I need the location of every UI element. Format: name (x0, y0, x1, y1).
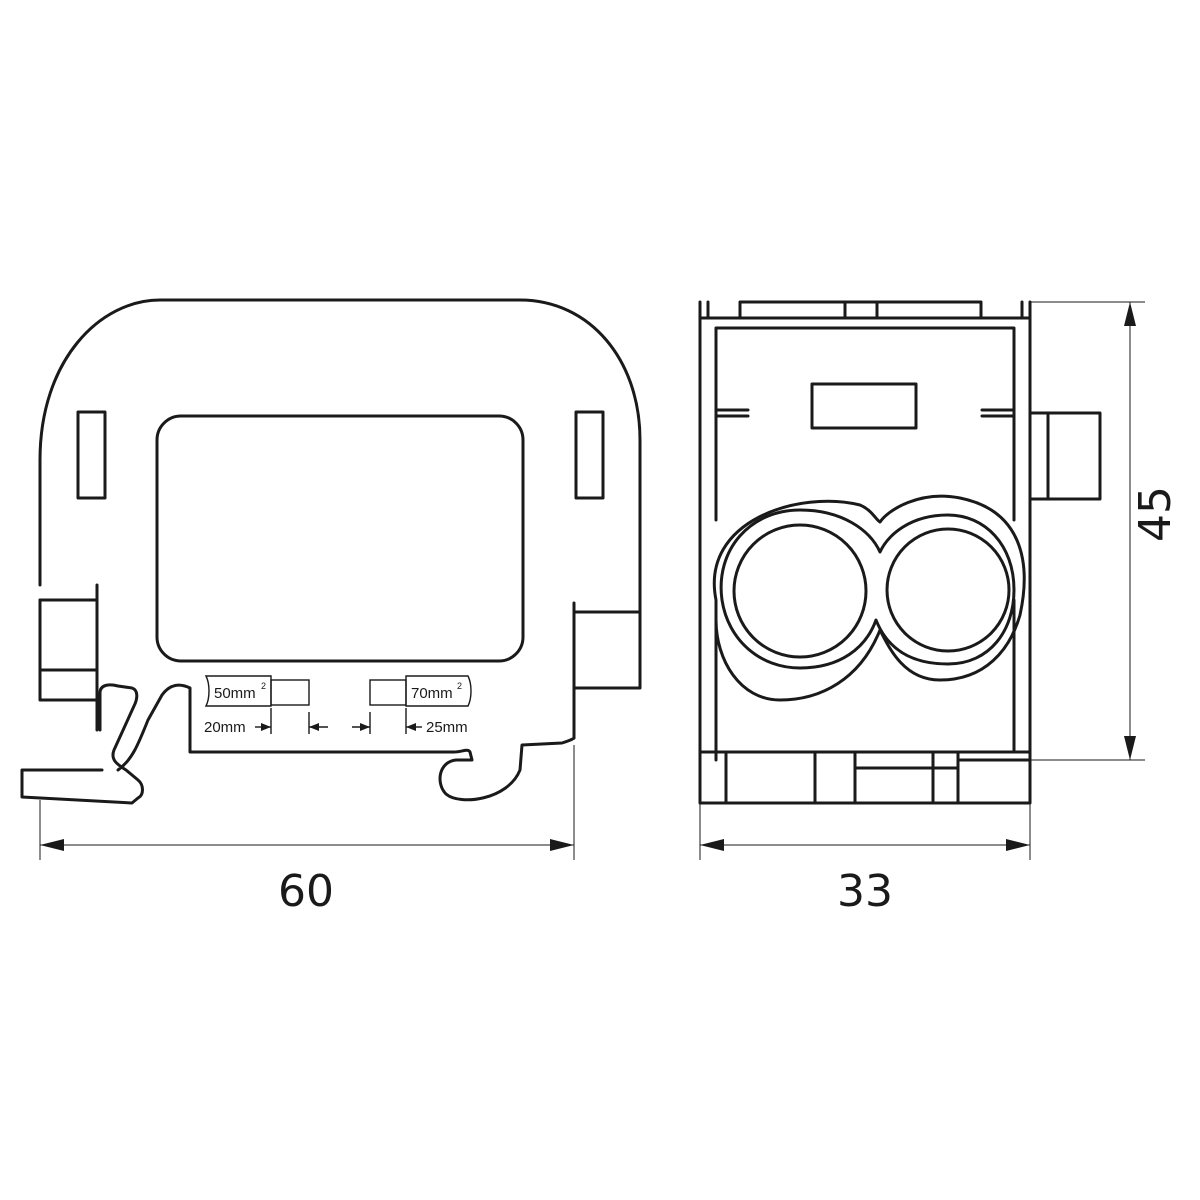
dimension-height-label: 45 (1130, 486, 1181, 542)
dimension-width-front-label: 60 (278, 866, 334, 917)
front-left-clip-box (38, 598, 99, 702)
dimension-width-side-label: 33 (837, 866, 893, 917)
cable-right-label: 70mm (411, 685, 453, 702)
cable-end-right (369, 679, 407, 706)
front-housing-outline (38, 298, 642, 614)
front-right-clip-box (572, 610, 642, 690)
front-view: 50mm 2 20mm 70mm 2 25mm (20, 298, 642, 917)
front-label-window (155, 414, 525, 663)
strip-left-label: 20mm (204, 719, 246, 736)
side-hole-small (885, 527, 1011, 653)
cable-tag-left (204, 675, 272, 707)
side-view: 33 45 (698, 300, 1181, 917)
cable-left-sup: 2 (261, 681, 266, 691)
side-bottom-foot-left (724, 750, 817, 805)
side-label-slot (810, 382, 918, 430)
cable-right-sup: 2 (457, 681, 462, 691)
dimension-width-front: 60 (39, 745, 575, 917)
cable-end-left (270, 679, 310, 706)
front-din-foot (20, 683, 576, 805)
front-left-clip (38, 598, 99, 702)
side-top-tab (738, 300, 983, 320)
side-housing-outline (698, 300, 1032, 805)
cable-marker-right: 70mm 2 25mm (352, 675, 472, 736)
side-hole-large (732, 523, 868, 659)
side-inner-frame (714, 326, 1016, 522)
cable-tag-right (405, 675, 472, 707)
cable-left-label: 50mm (214, 685, 256, 702)
side-cable-entry-outer (712, 494, 1026, 762)
side-right-clip (1028, 411, 1102, 501)
front-left-slot (76, 410, 107, 500)
side-cable-entry-inner (719, 508, 1016, 670)
front-right-slot (574, 410, 605, 500)
dimension-height: 45 (1030, 301, 1181, 761)
strip-right-label: 25mm (426, 719, 468, 736)
dimension-width-side: 33 (699, 803, 1031, 917)
side-bottom-foot-mid (853, 750, 960, 805)
cable-marker-left: 50mm 2 20mm (204, 675, 328, 736)
